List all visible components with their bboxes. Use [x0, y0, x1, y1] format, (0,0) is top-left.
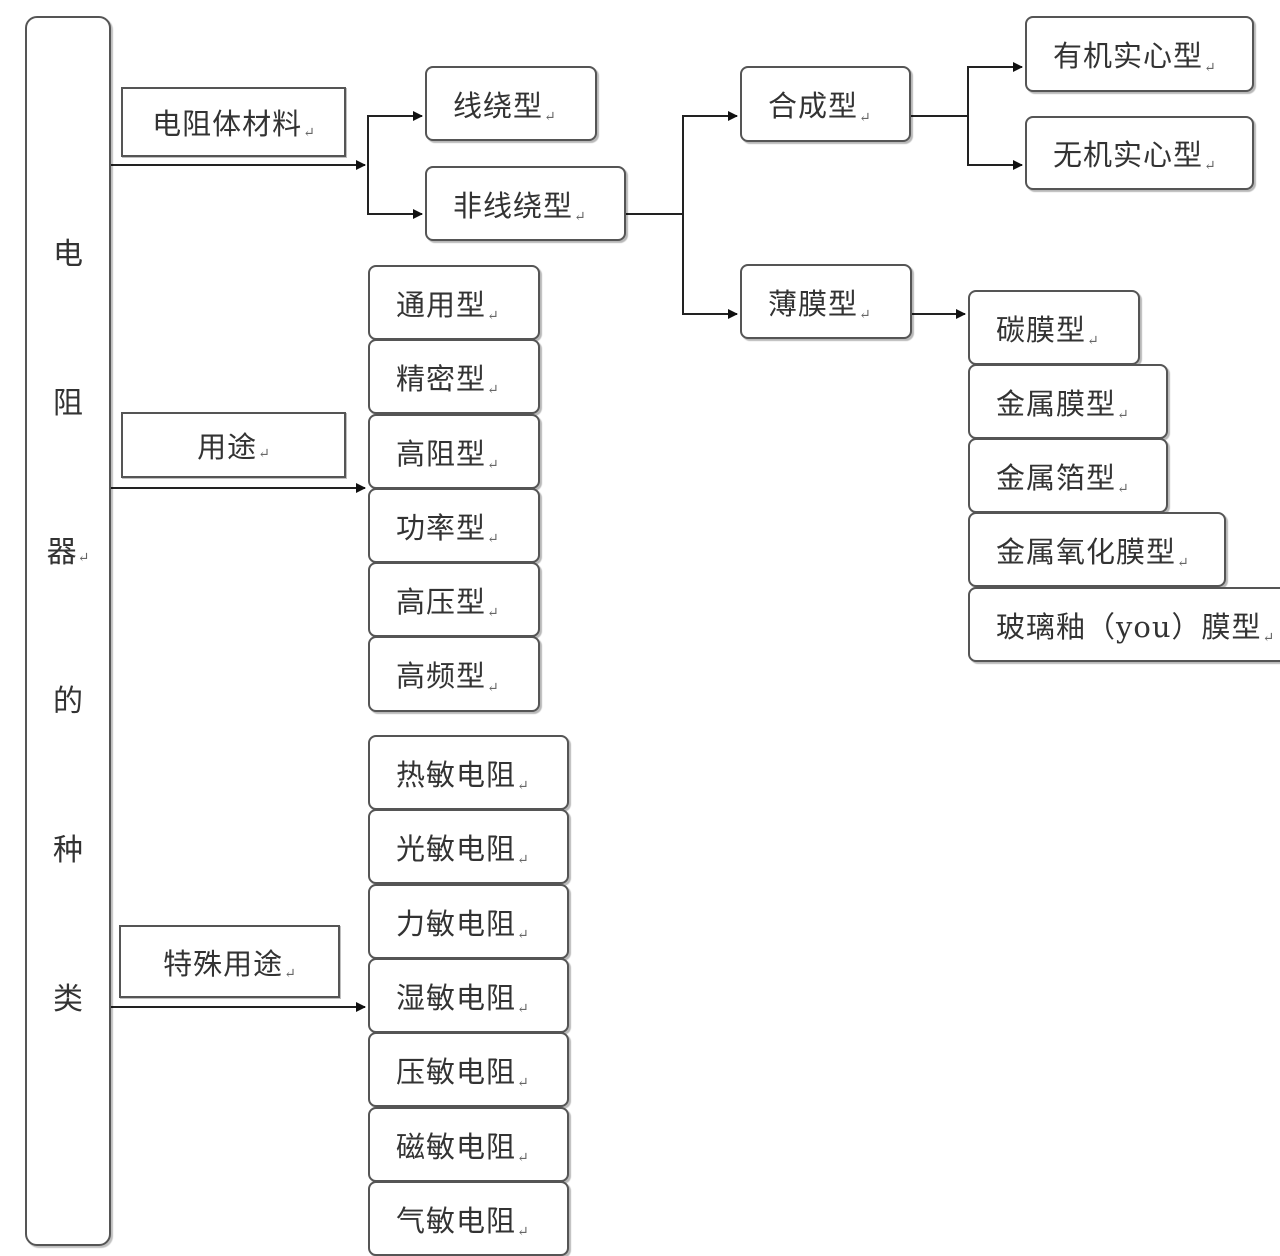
usage-type-item: 通用型↵ — [368, 265, 540, 340]
film-type-item: 金属箔型↵ — [968, 438, 1168, 513]
root-char: 阻 — [53, 386, 83, 421]
arrow-to-organic — [967, 62, 1023, 116]
usage-type-item: 高压型↵ — [368, 562, 540, 637]
root-char: 器↵ — [46, 535, 90, 570]
node-synthetic: 合成型↵ — [740, 66, 911, 142]
root-char: 的 — [53, 684, 83, 719]
special-type-item: 热敏电阻↵ — [368, 735, 569, 810]
arrow-to-film — [682, 214, 738, 319]
usage-type-item: 精密型↵ — [368, 339, 540, 414]
root-char: 类 — [53, 982, 83, 1017]
arrow-to-synthetic — [682, 111, 738, 214]
special-type-item: 光敏电阻↵ — [368, 809, 569, 884]
category-material: 电阻体材料↵ — [121, 87, 346, 157]
arrow-material-to-non-wirewound — [367, 165, 423, 219]
special-type-item: 力敏电阻↵ — [368, 884, 569, 959]
special-type-item: 磁敏电阻↵ — [368, 1107, 569, 1182]
root-box: 电 阻 器↵ 的 种 类 — [25, 16, 111, 1246]
node-organic-solid: 有机实心型↵ — [1025, 16, 1254, 92]
film-type-item: 金属膜型↵ — [968, 364, 1168, 439]
usage-type-item: 高阻型↵ — [368, 414, 540, 489]
film-type-item: 碳膜型↵ — [968, 290, 1140, 365]
root-char: 种 — [53, 833, 83, 868]
usage-type-item: 功率型↵ — [368, 488, 540, 563]
node-inorganic-solid: 无机实心型↵ — [1025, 116, 1254, 190]
category-special: 特殊用途↵ — [119, 925, 340, 998]
node-wirewound: 线绕型↵ — [425, 66, 597, 141]
root-char: 电 — [53, 237, 83, 272]
film-type-item: 玻璃釉（you）膜型↵ — [968, 587, 1280, 662]
special-type-item: 气敏电阻↵ — [368, 1181, 569, 1256]
node-film: 薄膜型↵ — [740, 264, 912, 339]
arrow-to-inorganic — [967, 116, 1023, 170]
film-type-item: 金属氧化膜型↵ — [968, 512, 1226, 587]
connector-lines — [111, 62, 1023, 1012]
node-non-wirewound: 非线绕型↵ — [425, 166, 626, 241]
special-type-item: 压敏电阻↵ — [368, 1032, 569, 1107]
special-type-item: 湿敏电阻↵ — [368, 958, 569, 1033]
arrow-material-to-wirewound — [367, 111, 423, 165]
usage-type-item: 高频型↵ — [368, 636, 540, 712]
category-usage: 用途↵ — [121, 412, 346, 478]
